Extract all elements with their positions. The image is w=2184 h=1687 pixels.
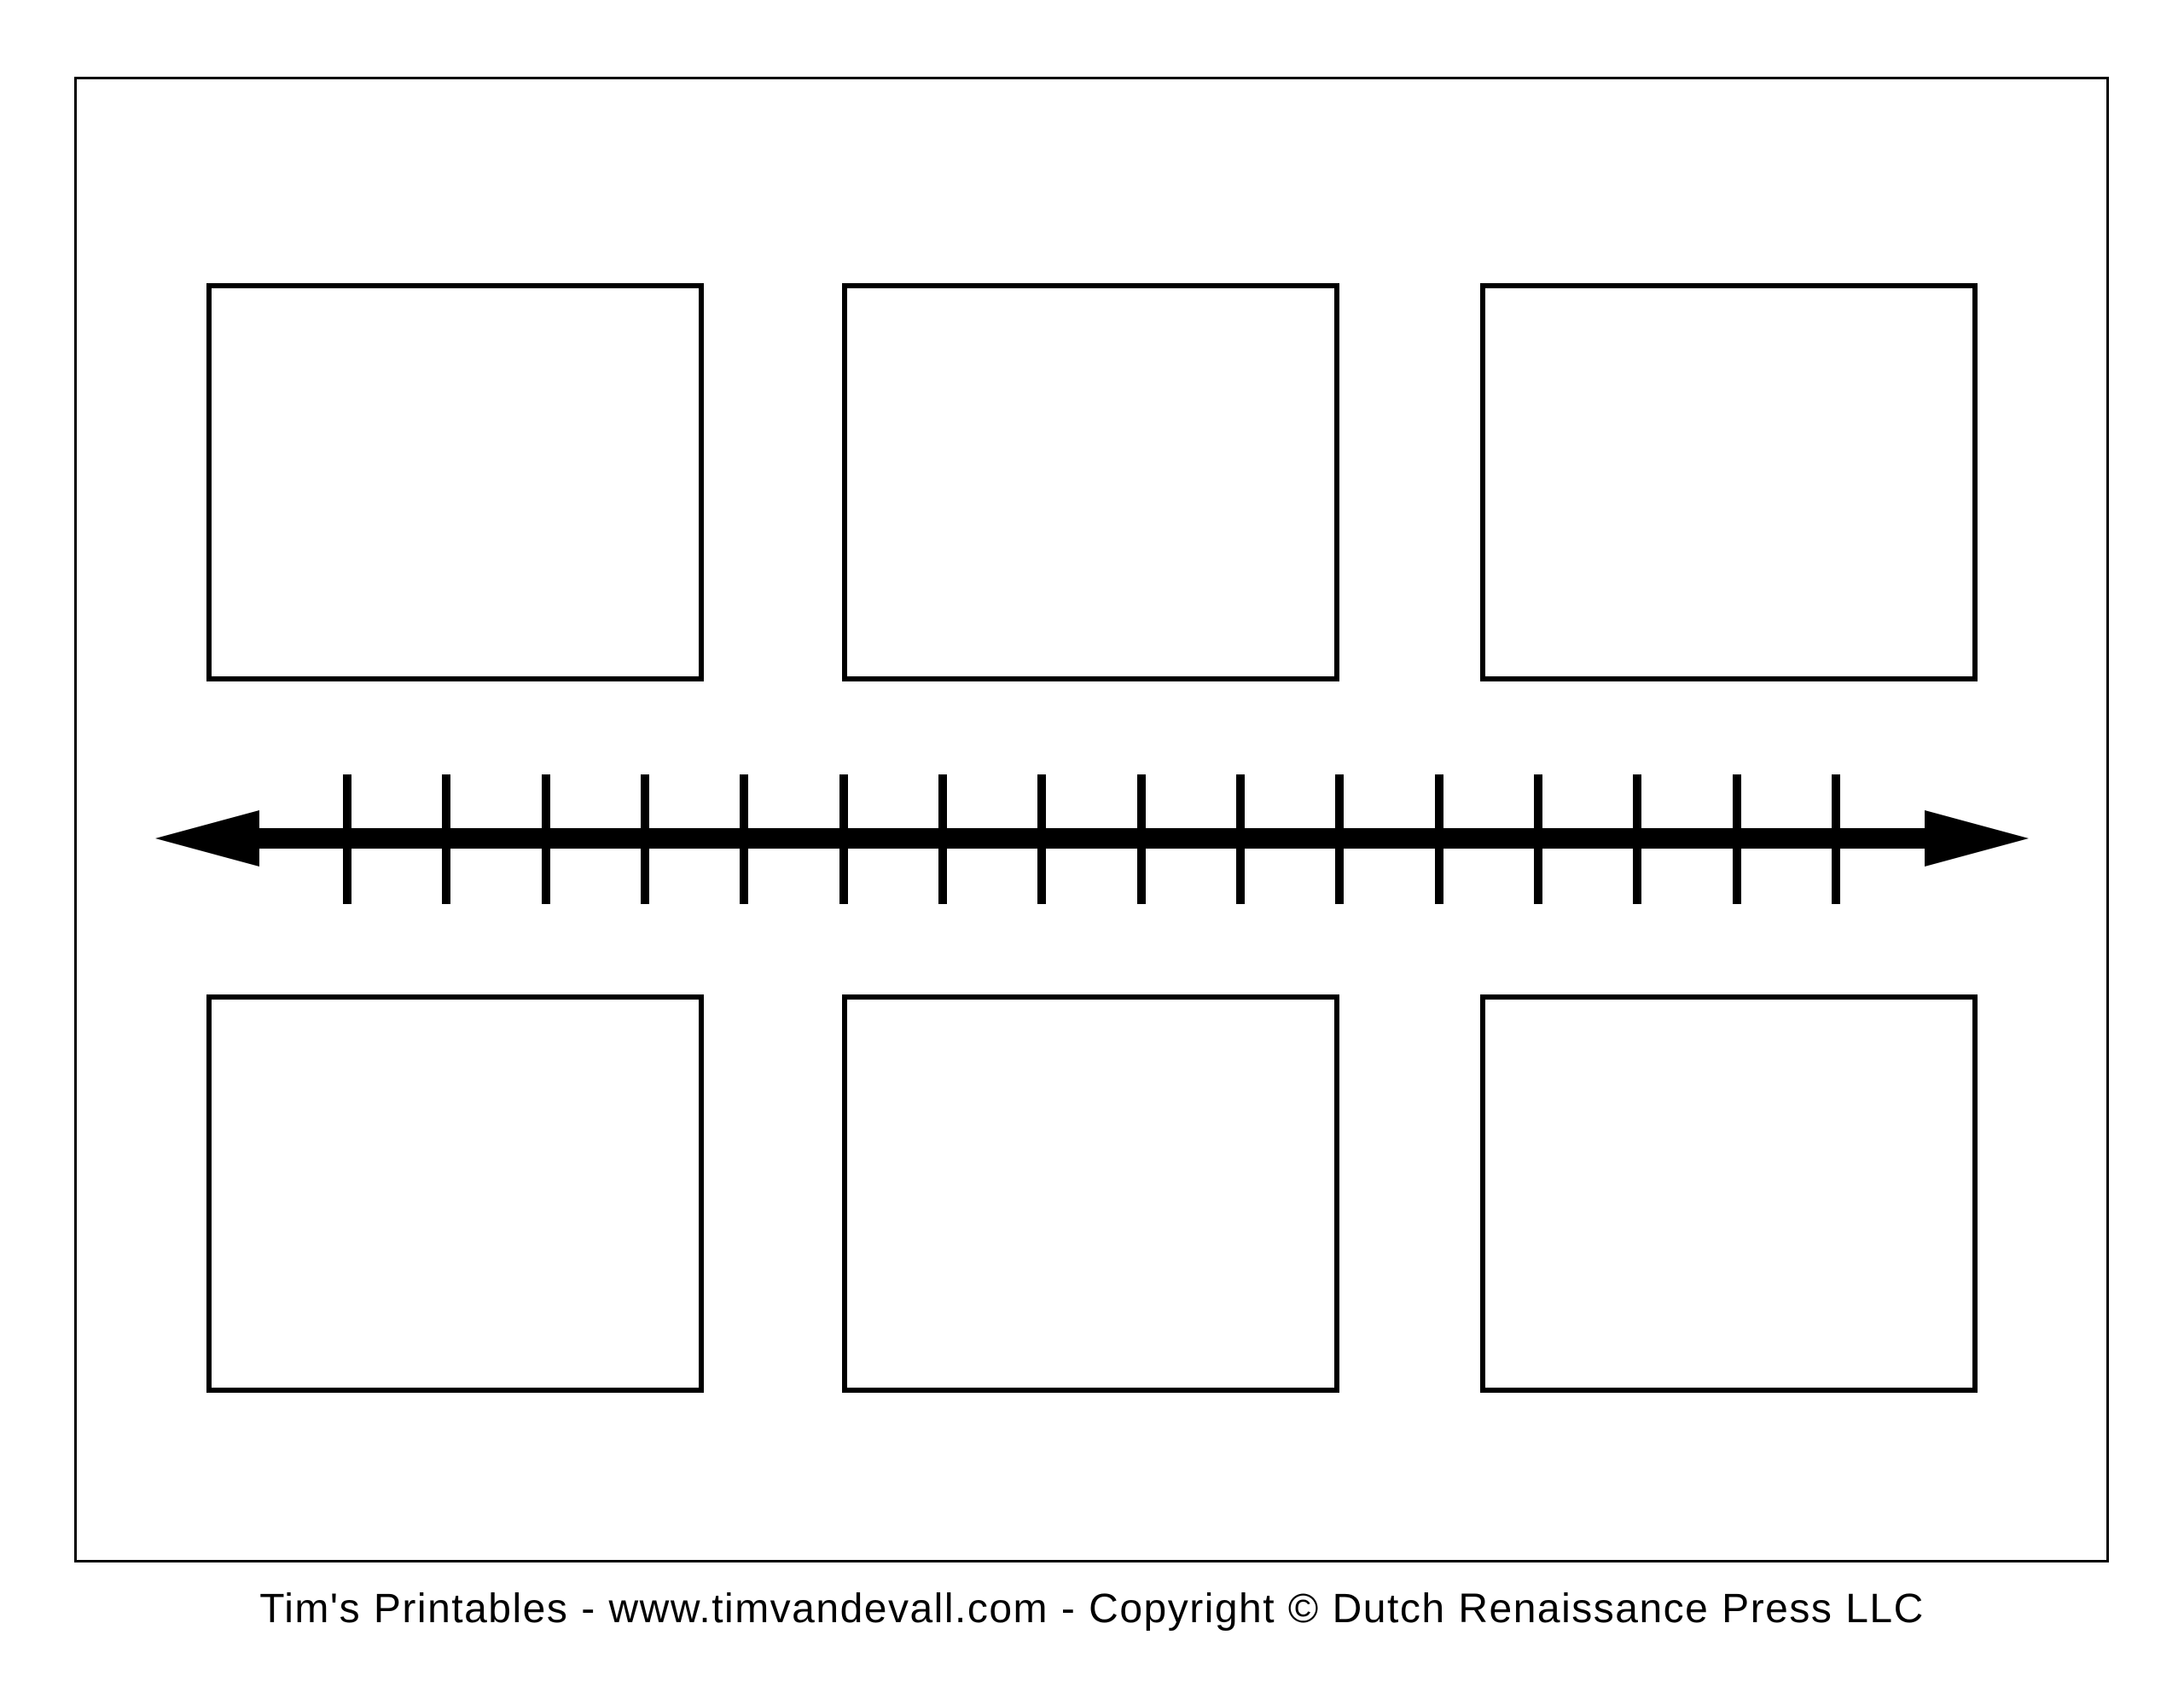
event-box-bottom-1: [206, 994, 704, 1393]
event-box-top-2: [842, 283, 1339, 681]
event-box-bottom-3: [1480, 994, 1978, 1393]
page-border: [74, 77, 2109, 1562]
event-box-top-1: [206, 283, 704, 681]
footer-credit: Tim's Printables - www.timvandevall.com …: [259, 1586, 1925, 1632]
event-box-top-3: [1480, 283, 1978, 681]
event-box-bottom-2: [842, 994, 1339, 1393]
